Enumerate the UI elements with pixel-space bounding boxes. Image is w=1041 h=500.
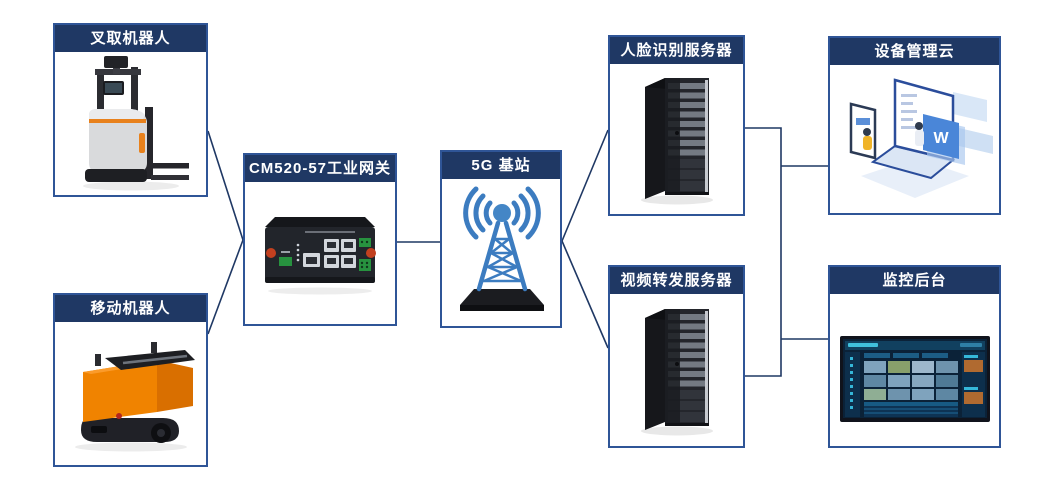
cloud-letter: W: [933, 130, 949, 147]
node-5g-station: 5G 基站: [440, 150, 562, 328]
server-rack-icon: [640, 78, 713, 205]
node-face-server-title: 人脸识别服务器: [610, 37, 743, 64]
surveillance-dashboard-screen: [839, 336, 990, 422]
node-5g-station-title: 5G 基站: [442, 152, 560, 179]
node-video-server: 视频转发服务器: [608, 265, 745, 448]
node-gateway-title: CM520-57工业网关: [245, 155, 395, 182]
server-rack-icon: [640, 309, 713, 436]
node-fork-robot: 叉取机器人: [53, 23, 208, 197]
node-5g-station-body: [442, 179, 560, 326]
forklift-robot-icon: [82, 55, 189, 190]
node-face-server: 人脸识别服务器: [608, 35, 745, 216]
node-cloud-body: W: [830, 65, 999, 213]
industrial-gateway-icon: [265, 216, 376, 294]
node-mobile-robot: 移动机器人: [53, 293, 208, 467]
node-fork-robot-body: [55, 52, 206, 195]
5g-tower-icon: [459, 186, 544, 311]
node-mobile-robot-body: [55, 322, 206, 465]
node-fork-robot-title: 叉取机器人: [55, 25, 206, 52]
node-cloud-title: 设备管理云: [830, 38, 999, 65]
edge-fork-robot-gateway: [207, 130, 244, 241]
cloud-platform-illustration: W: [849, 78, 993, 198]
mobile-robot-icon: [74, 341, 195, 451]
node-face-server-body: [610, 64, 743, 214]
edge-server-bus: [745, 127, 782, 377]
node-gateway: CM520-57工业网关: [243, 153, 397, 326]
node-cloud: 设备管理云 W: [828, 36, 1001, 215]
edge-5g-video-server: [561, 240, 609, 349]
edge-5g-face-server: [561, 129, 609, 242]
node-video-server-title: 视频转发服务器: [610, 267, 743, 294]
node-monitor-title: 监控后台: [830, 267, 999, 294]
node-gateway-body: [245, 182, 395, 324]
edge-mobile-robot-gateway: [207, 239, 244, 335]
node-video-server-body: [610, 294, 743, 446]
node-monitor: 监控后台: [828, 265, 1001, 448]
node-monitor-body: [830, 294, 999, 446]
node-mobile-robot-title: 移动机器人: [55, 295, 206, 322]
